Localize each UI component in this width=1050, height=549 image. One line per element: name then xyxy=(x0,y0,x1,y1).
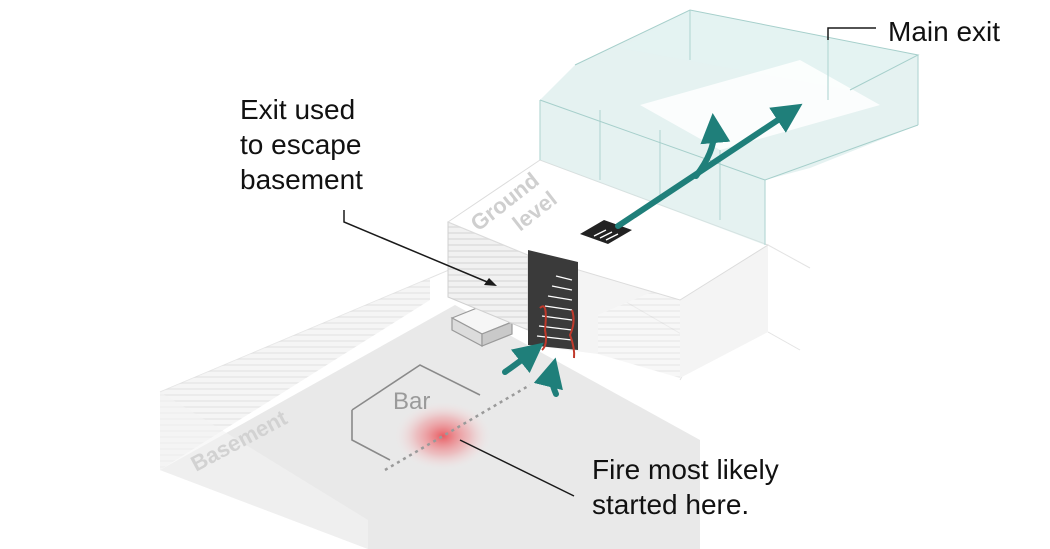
ground-curve-arrow xyxy=(693,113,731,179)
exit-used-caption-line3: basement xyxy=(240,164,363,195)
exit-used-caption-line1: Exit used xyxy=(240,94,356,125)
fire-leader xyxy=(459,439,575,497)
fire-origin-caption-line1: Fire most likely xyxy=(592,454,779,485)
basement-arrow-right xyxy=(533,357,563,397)
exit-used-caption-line2: to escape xyxy=(240,129,362,160)
fire-origin-glow xyxy=(395,402,491,470)
exit-used-leader-arrowhead xyxy=(484,278,497,286)
bar-counter xyxy=(351,364,481,461)
stairwell xyxy=(528,250,578,350)
exit-used-caption: Exit used to escape basement xyxy=(240,92,440,197)
basement-box xyxy=(450,305,514,347)
basement-arrow-left xyxy=(502,342,544,375)
escape-arrows xyxy=(502,103,803,397)
main-exit-caption: Main exit xyxy=(888,14,1000,49)
bar-label: Bar xyxy=(393,388,430,415)
basement xyxy=(159,239,701,549)
fire-origin-caption-line2: started here. xyxy=(592,489,750,520)
main-exit-caption-text: Main exit xyxy=(888,16,1001,47)
staircase xyxy=(536,275,573,341)
exit-used-leader xyxy=(343,210,493,285)
fire-origin-caption: Fire most likely started here. xyxy=(592,452,779,522)
leader-lines xyxy=(343,27,876,497)
main-exit-leader xyxy=(827,27,876,40)
ground-level xyxy=(446,159,811,378)
